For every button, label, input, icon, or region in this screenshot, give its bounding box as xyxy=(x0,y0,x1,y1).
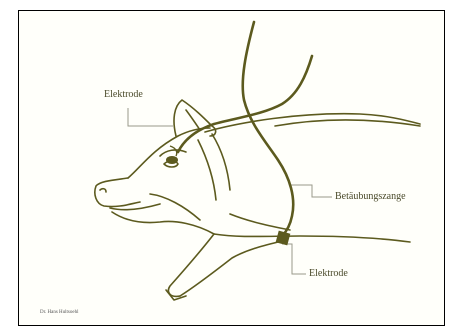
pig-head-top xyxy=(128,128,210,178)
pig-cheek xyxy=(150,194,200,220)
pig-neck-fold xyxy=(198,140,216,200)
pig-back-inner xyxy=(275,120,420,126)
pig-brow xyxy=(160,150,186,156)
pig-jaw xyxy=(112,212,214,234)
pig-front-leg-front xyxy=(168,234,214,296)
pig-belly xyxy=(214,234,410,242)
pig-chest xyxy=(230,214,290,230)
pig-back xyxy=(205,114,420,132)
pig-neck-fold-2 xyxy=(212,134,230,190)
pig-nostril xyxy=(100,189,106,192)
leader-line-electrode-head xyxy=(128,108,173,126)
label-tongs: Betäubungszange xyxy=(335,192,406,202)
label-electrode-head: Elektrode xyxy=(104,90,143,100)
electrode-body xyxy=(276,231,291,246)
pig-front-leg-back xyxy=(180,242,278,296)
author-credit: Dr. Hans Hultsoehl xyxy=(40,310,78,315)
leader-line-tongs xyxy=(290,185,332,197)
pig-snout xyxy=(95,178,140,207)
tongs-arm-front xyxy=(243,22,294,236)
electrode-head xyxy=(166,146,178,164)
label-electrode-body: Elektrode xyxy=(309,269,348,279)
leader-line-electrode-body xyxy=(282,244,306,274)
